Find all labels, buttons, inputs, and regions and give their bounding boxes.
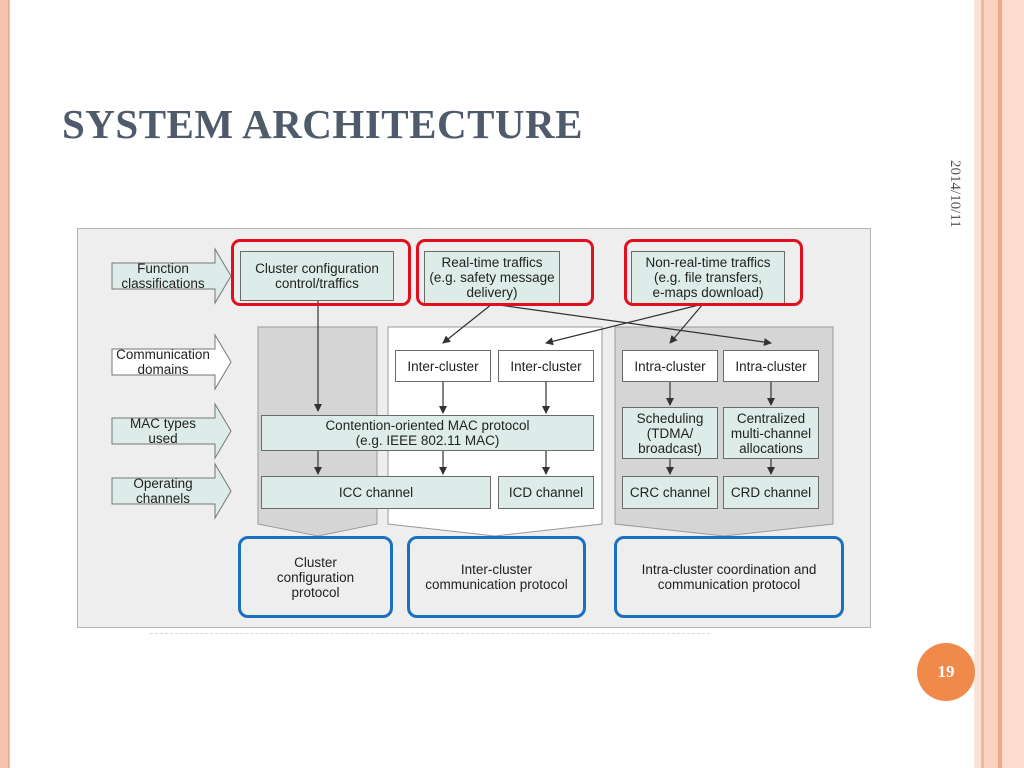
box-crd-channel: CRD channel	[723, 476, 819, 509]
box-cluster-config-traffic: Cluster configuration control/traffics	[240, 251, 394, 301]
box-contention-mac: Contention-oriented MAC protocol (e.g. I…	[261, 415, 594, 451]
architecture-diagram: Function classifications Communication d…	[77, 228, 871, 628]
box-realtime-traffic: Real-time traffics (e.g. safety message …	[424, 251, 560, 304]
box-nonrealtime-traffic: Non-real-time traffics (e.g. file transf…	[631, 251, 785, 304]
arrow-rt-to-intra2	[491, 303, 772, 346]
layer-arrow-domains	[111, 333, 232, 391]
box-intra-cluster-2: Intra-cluster	[723, 350, 819, 382]
highlight-realtime	[416, 239, 594, 306]
arrow-nrt-to-intra1	[669, 303, 704, 344]
box-centralized-allocations: Centralized multi-channel allocations	[723, 407, 819, 459]
label-mac-types: MAC types used	[129, 416, 197, 446]
protocol-cluster-configuration: Cluster configuration protocol	[238, 536, 393, 618]
page-number-badge: 19	[917, 643, 975, 701]
highlight-cluster-config	[231, 239, 411, 306]
layer-arrow-channels	[111, 462, 232, 520]
diagram-caption-remnant	[150, 633, 710, 634]
left-accent-bar	[0, 0, 10, 768]
box-icc-channel: ICC channel	[261, 476, 491, 509]
box-inter-cluster-1: Inter-cluster	[395, 350, 491, 382]
box-scheduling: Scheduling (TDMA/ broadcast)	[622, 407, 718, 459]
label-function-classifications: Function classifications	[121, 261, 205, 291]
box-crc-channel: CRC channel	[622, 476, 718, 509]
slide-title: SYSTEM ARCHITECTURE	[62, 101, 583, 147]
label-operating-channels: Operating channels	[133, 476, 193, 506]
protocol-inter-cluster: Inter-cluster communication protocol	[407, 536, 586, 618]
label-communication-domains: Communication domains	[116, 347, 210, 377]
highlight-nonrealtime	[624, 239, 803, 306]
arrow-rt-to-inter1	[442, 303, 493, 344]
box-intra-cluster-1: Intra-cluster	[622, 350, 718, 382]
layer-arrow-mac	[111, 402, 232, 460]
slide-date: 2014/10/11	[947, 160, 963, 228]
right-accent-stripes	[974, 0, 1024, 768]
box-inter-cluster-2: Inter-cluster	[498, 350, 594, 382]
protocol-intra-cluster: Intra-cluster coordination and communica…	[614, 536, 844, 618]
arrow-nrt-to-inter2	[545, 303, 704, 346]
box-icd-channel: ICD channel	[498, 476, 594, 509]
layer-arrow-function	[111, 247, 232, 305]
